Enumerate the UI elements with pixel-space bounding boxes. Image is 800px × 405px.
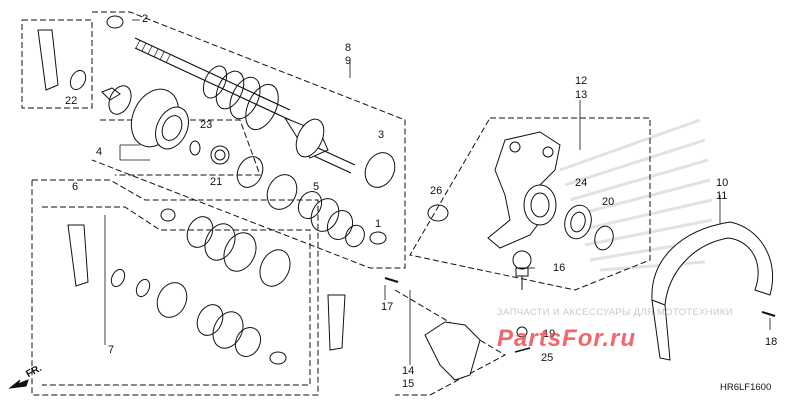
callout-10: 10 <box>716 177 729 189</box>
ball-joint <box>512 250 532 290</box>
callout-4: 4 <box>96 146 103 158</box>
callout-24: 24 <box>575 177 588 189</box>
diagram-code: HR6LF1600 <box>720 382 772 393</box>
callout-17: 17 <box>381 301 394 313</box>
clamps <box>106 15 396 245</box>
outer-boot <box>297 190 365 248</box>
callout-14: 14 <box>402 365 415 377</box>
callout-22: 22 <box>65 95 78 107</box>
callout-23: 23 <box>200 119 213 131</box>
box-boot-set <box>42 206 311 386</box>
bolts-and-pins <box>384 277 776 353</box>
leader-lines <box>104 19 771 365</box>
callout-18: 18 <box>765 336 778 348</box>
callout-8: 8 <box>345 42 352 54</box>
wing-emblem-watermark <box>559 118 713 272</box>
callout-11: 11 <box>716 190 728 202</box>
steering-knuckle <box>487 131 561 249</box>
drive-shaft <box>134 37 356 174</box>
front-direction-arrow <box>8 379 29 389</box>
callout-25: 25 <box>541 352 554 364</box>
callout-2: 2 <box>142 13 149 25</box>
callout-19: 19 <box>543 328 556 340</box>
callout-16: 16 <box>553 262 566 274</box>
grease-tubes <box>37 29 346 351</box>
rings <box>69 69 264 298</box>
box-outer-kit <box>100 119 261 176</box>
callout-5: 5 <box>313 181 320 193</box>
callout-26: 26 <box>430 185 443 197</box>
shaft-boot <box>202 65 279 131</box>
box-knuckle <box>409 117 651 291</box>
bracket <box>424 321 481 381</box>
callout-20: 20 <box>602 196 615 208</box>
callout-7: 7 <box>108 344 115 356</box>
watermark-caption: ЗАПЧАСТИ И АКСЕССУАРЫ ДЛЯ МОТОТЕХНИКИ <box>497 307 733 318</box>
callout-1: 1 <box>375 218 382 230</box>
inner-joint <box>101 85 230 165</box>
watermark-logo: PartsFor.ru <box>497 325 637 352</box>
box-drive-shaft <box>91 11 406 269</box>
callout-12: 12 <box>575 75 588 87</box>
group-boxes <box>21 11 651 396</box>
callout-15: 15 <box>402 378 415 390</box>
box-inner-kit <box>31 179 319 396</box>
callout-6: 6 <box>72 181 79 193</box>
box-small-top-left <box>21 19 93 109</box>
lower-boots <box>156 208 291 365</box>
callout-9: 9 <box>345 55 352 67</box>
callout-13: 13 <box>575 89 588 101</box>
hub-bearing <box>427 204 614 251</box>
callout-21: 21 <box>210 176 223 188</box>
brake-disc-cover <box>651 221 774 361</box>
callout-3: 3 <box>378 129 385 141</box>
